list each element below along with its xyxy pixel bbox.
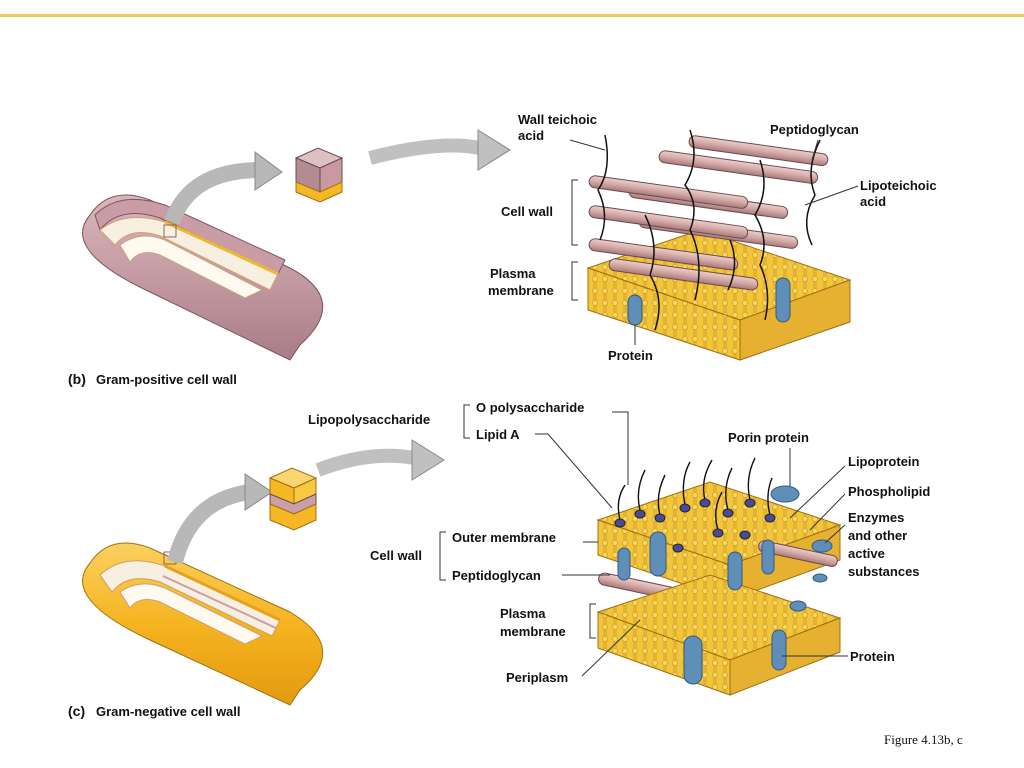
gram-positive-cube — [294, 147, 344, 203]
label-lipid-a: Lipid A — [476, 427, 520, 442]
label-enzymes: Enzymes — [848, 510, 904, 525]
zoom-arrow-3 — [167, 484, 252, 565]
zoom-arrow-2 — [368, 138, 482, 165]
caption-letter-b: (b) — [68, 371, 86, 387]
label-lipopolysaccharide: Lipopolysaccharide — [308, 412, 430, 427]
label-plasma-membrane-gn-2: membrane — [500, 624, 566, 639]
label-protein-gp: Protein — [608, 348, 653, 363]
lipopolysaccharide-strands — [614, 457, 776, 553]
label-enzymes-2: and other — [848, 528, 907, 543]
label-enzymes-3: active — [848, 546, 885, 561]
gram-negative-cell — [82, 542, 324, 706]
label-plasma-membrane-gp-2: membrane — [488, 283, 554, 298]
label-outer-membrane: Outer membrane — [452, 530, 556, 545]
label-plasma-membrane-gp: Plasma — [490, 266, 536, 281]
label-o-polysaccharide: O polysaccharide — [476, 400, 584, 415]
label-lipoprotein: Lipoprotein — [848, 454, 920, 469]
gn-leader-lines — [439, 404, 848, 677]
label-cell-wall-gn: Cell wall — [370, 548, 422, 563]
label-lipoteichoic-acid-2: acid — [860, 194, 886, 209]
top-accent-bar — [0, 14, 1024, 17]
caption-letter-c: (c) — [68, 703, 85, 719]
label-peptidoglycan-gn: Peptidoglycan — [452, 568, 541, 583]
caption-gram-positive: Gram-positive cell wall — [96, 372, 237, 387]
label-phospholipid: Phospholipid — [848, 484, 930, 499]
label-lipoteichoic-acid: Lipoteichoic — [860, 178, 937, 193]
label-protein-gn: Protein — [850, 649, 895, 664]
label-cell-wall-gp: Cell wall — [501, 204, 553, 219]
label-wall-teichoic-acid: Wall teichoic — [518, 112, 597, 127]
peptidoglycan-rods-gp — [588, 135, 829, 291]
figure-note: Figure 4.13b, c — [884, 732, 963, 747]
gram-positive-cell — [82, 194, 324, 361]
label-wall-teichoic-acid-2: acid — [518, 128, 544, 143]
teichoic-acid-strands — [597, 129, 821, 331]
gram-negative-cube — [268, 467, 318, 531]
zoom-arrow-4 — [315, 448, 417, 477]
gn-proteins — [617, 485, 833, 685]
plasma-membrane-block-gn — [596, 574, 842, 696]
label-peptidoglycan-gp: Peptidoglycan — [770, 122, 859, 137]
label-plasma-membrane-gn: Plasma — [500, 606, 546, 621]
label-enzymes-4: substances — [848, 564, 920, 579]
zoom-arrow-1 — [164, 162, 261, 225]
label-periplasm: Periplasm — [506, 670, 568, 685]
label-porin-protein: Porin protein — [728, 430, 809, 445]
caption-gram-negative: Gram-negative cell wall — [96, 704, 241, 719]
gp-leader-lines — [569, 139, 859, 345]
